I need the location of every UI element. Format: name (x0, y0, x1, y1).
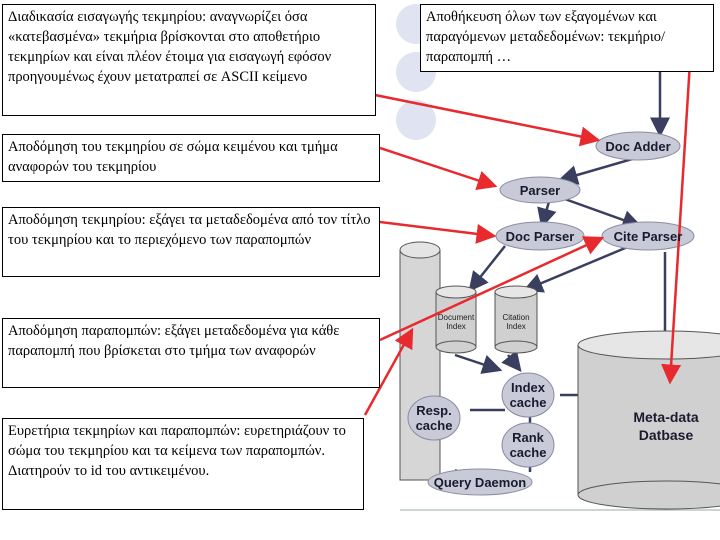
doc-parser-note: Αποδόμηση τεκμηρίου: εξάγει τα μεταδεδομ… (2, 207, 380, 277)
doc-parser-label: Doc Parser (496, 229, 584, 244)
cite-parser-label: Cite Parser (602, 229, 694, 244)
query-daemon-label: Query Daemon (428, 475, 532, 490)
rank-cache-label: Rank cache (504, 430, 552, 460)
metadata-storage-note: Αποθήκευση όλων των εξαγομένων και παραγ… (420, 4, 714, 72)
background-storage-cylinder (400, 242, 440, 480)
index-cache-label: Index cache (504, 380, 552, 410)
input-process-note: Διαδικασία εισαγωγής τεκμηρίου: αναγνωρί… (2, 4, 376, 116)
resp-cache-label: Resp. cache (410, 403, 458, 433)
metadata-database-label: Meta-data Datbase (606, 408, 720, 444)
cite-parser-note: Αποδόμηση παραπομπών: εξάγει μεταδεδομέν… (2, 318, 380, 388)
index-note: Ευρετήρια τεκμηρίων και παραπομπών: ευρε… (2, 418, 364, 510)
parser-label: Parser (500, 183, 580, 198)
doc-adder-label: Doc Adder (596, 139, 680, 154)
parser-note: Αποδόμηση του τεκμηρίου σε σώμα κειμένου… (2, 134, 380, 182)
document-index-label: Document Index (436, 313, 476, 331)
citation-index-label: Citation Index (495, 313, 537, 331)
